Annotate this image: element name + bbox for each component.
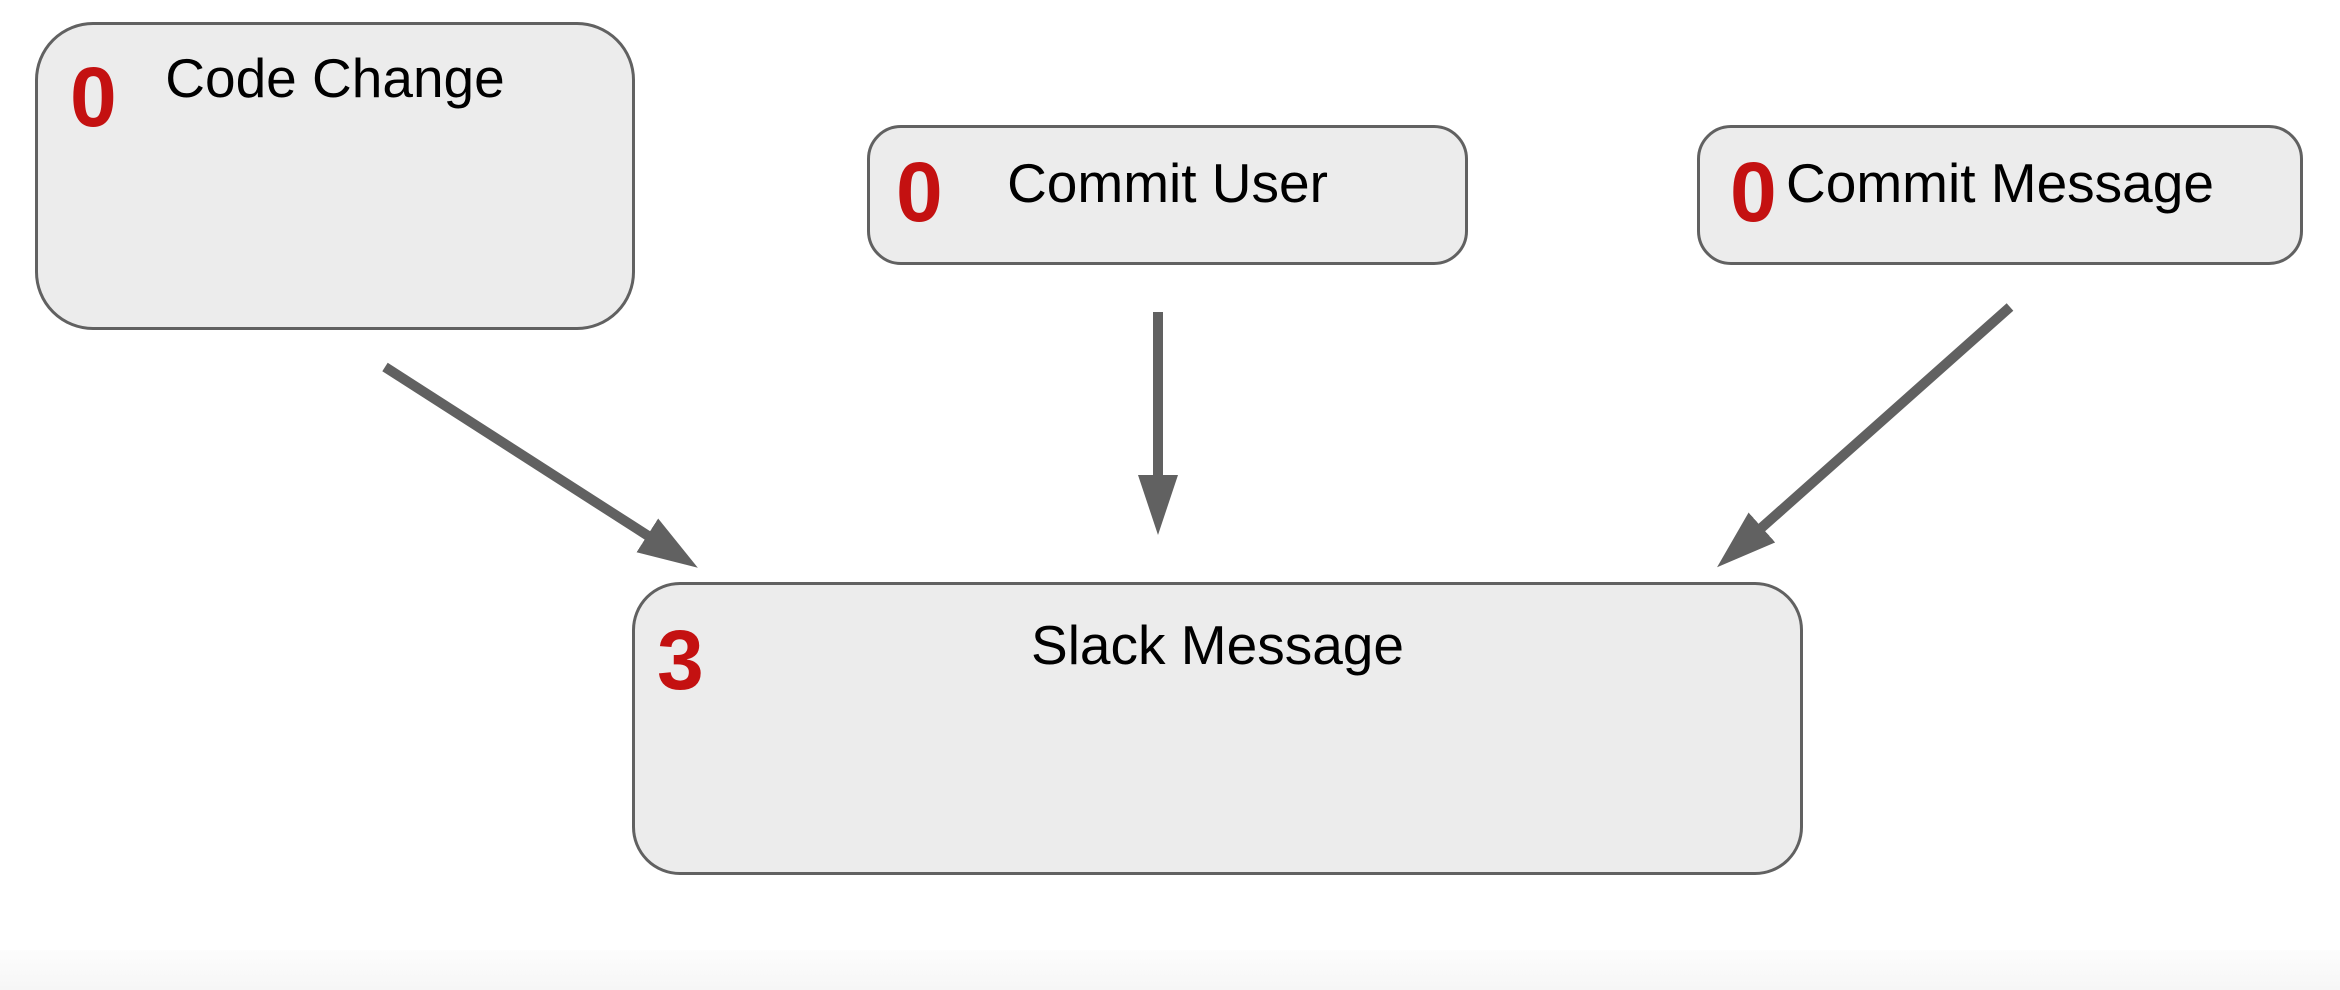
- node-slack-message[interactable]: 3 Slack Message: [632, 582, 1803, 875]
- node-label: Commit Message: [1786, 152, 2214, 214]
- arrow-commit-message-to-slack-message: [1717, 303, 2014, 568]
- canvas-bottom-edge: [0, 950, 2340, 990]
- node-count-badge: 0: [896, 145, 943, 239]
- node-code-change[interactable]: 0 Code Change: [35, 22, 635, 330]
- node-count-badge: 3: [657, 613, 704, 707]
- node-label: Commit User: [1007, 152, 1328, 214]
- node-count-badge: 0: [70, 50, 117, 144]
- node-count-badge: 0: [1730, 145, 1777, 239]
- node-commit-message[interactable]: 0 Commit Message: [1697, 125, 2303, 265]
- node-label: Slack Message: [1031, 614, 1404, 676]
- node-commit-user[interactable]: 0 Commit User: [867, 125, 1468, 265]
- node-label: Code Change: [165, 47, 505, 109]
- arrow-code-change-to-slack-message: [382, 362, 698, 568]
